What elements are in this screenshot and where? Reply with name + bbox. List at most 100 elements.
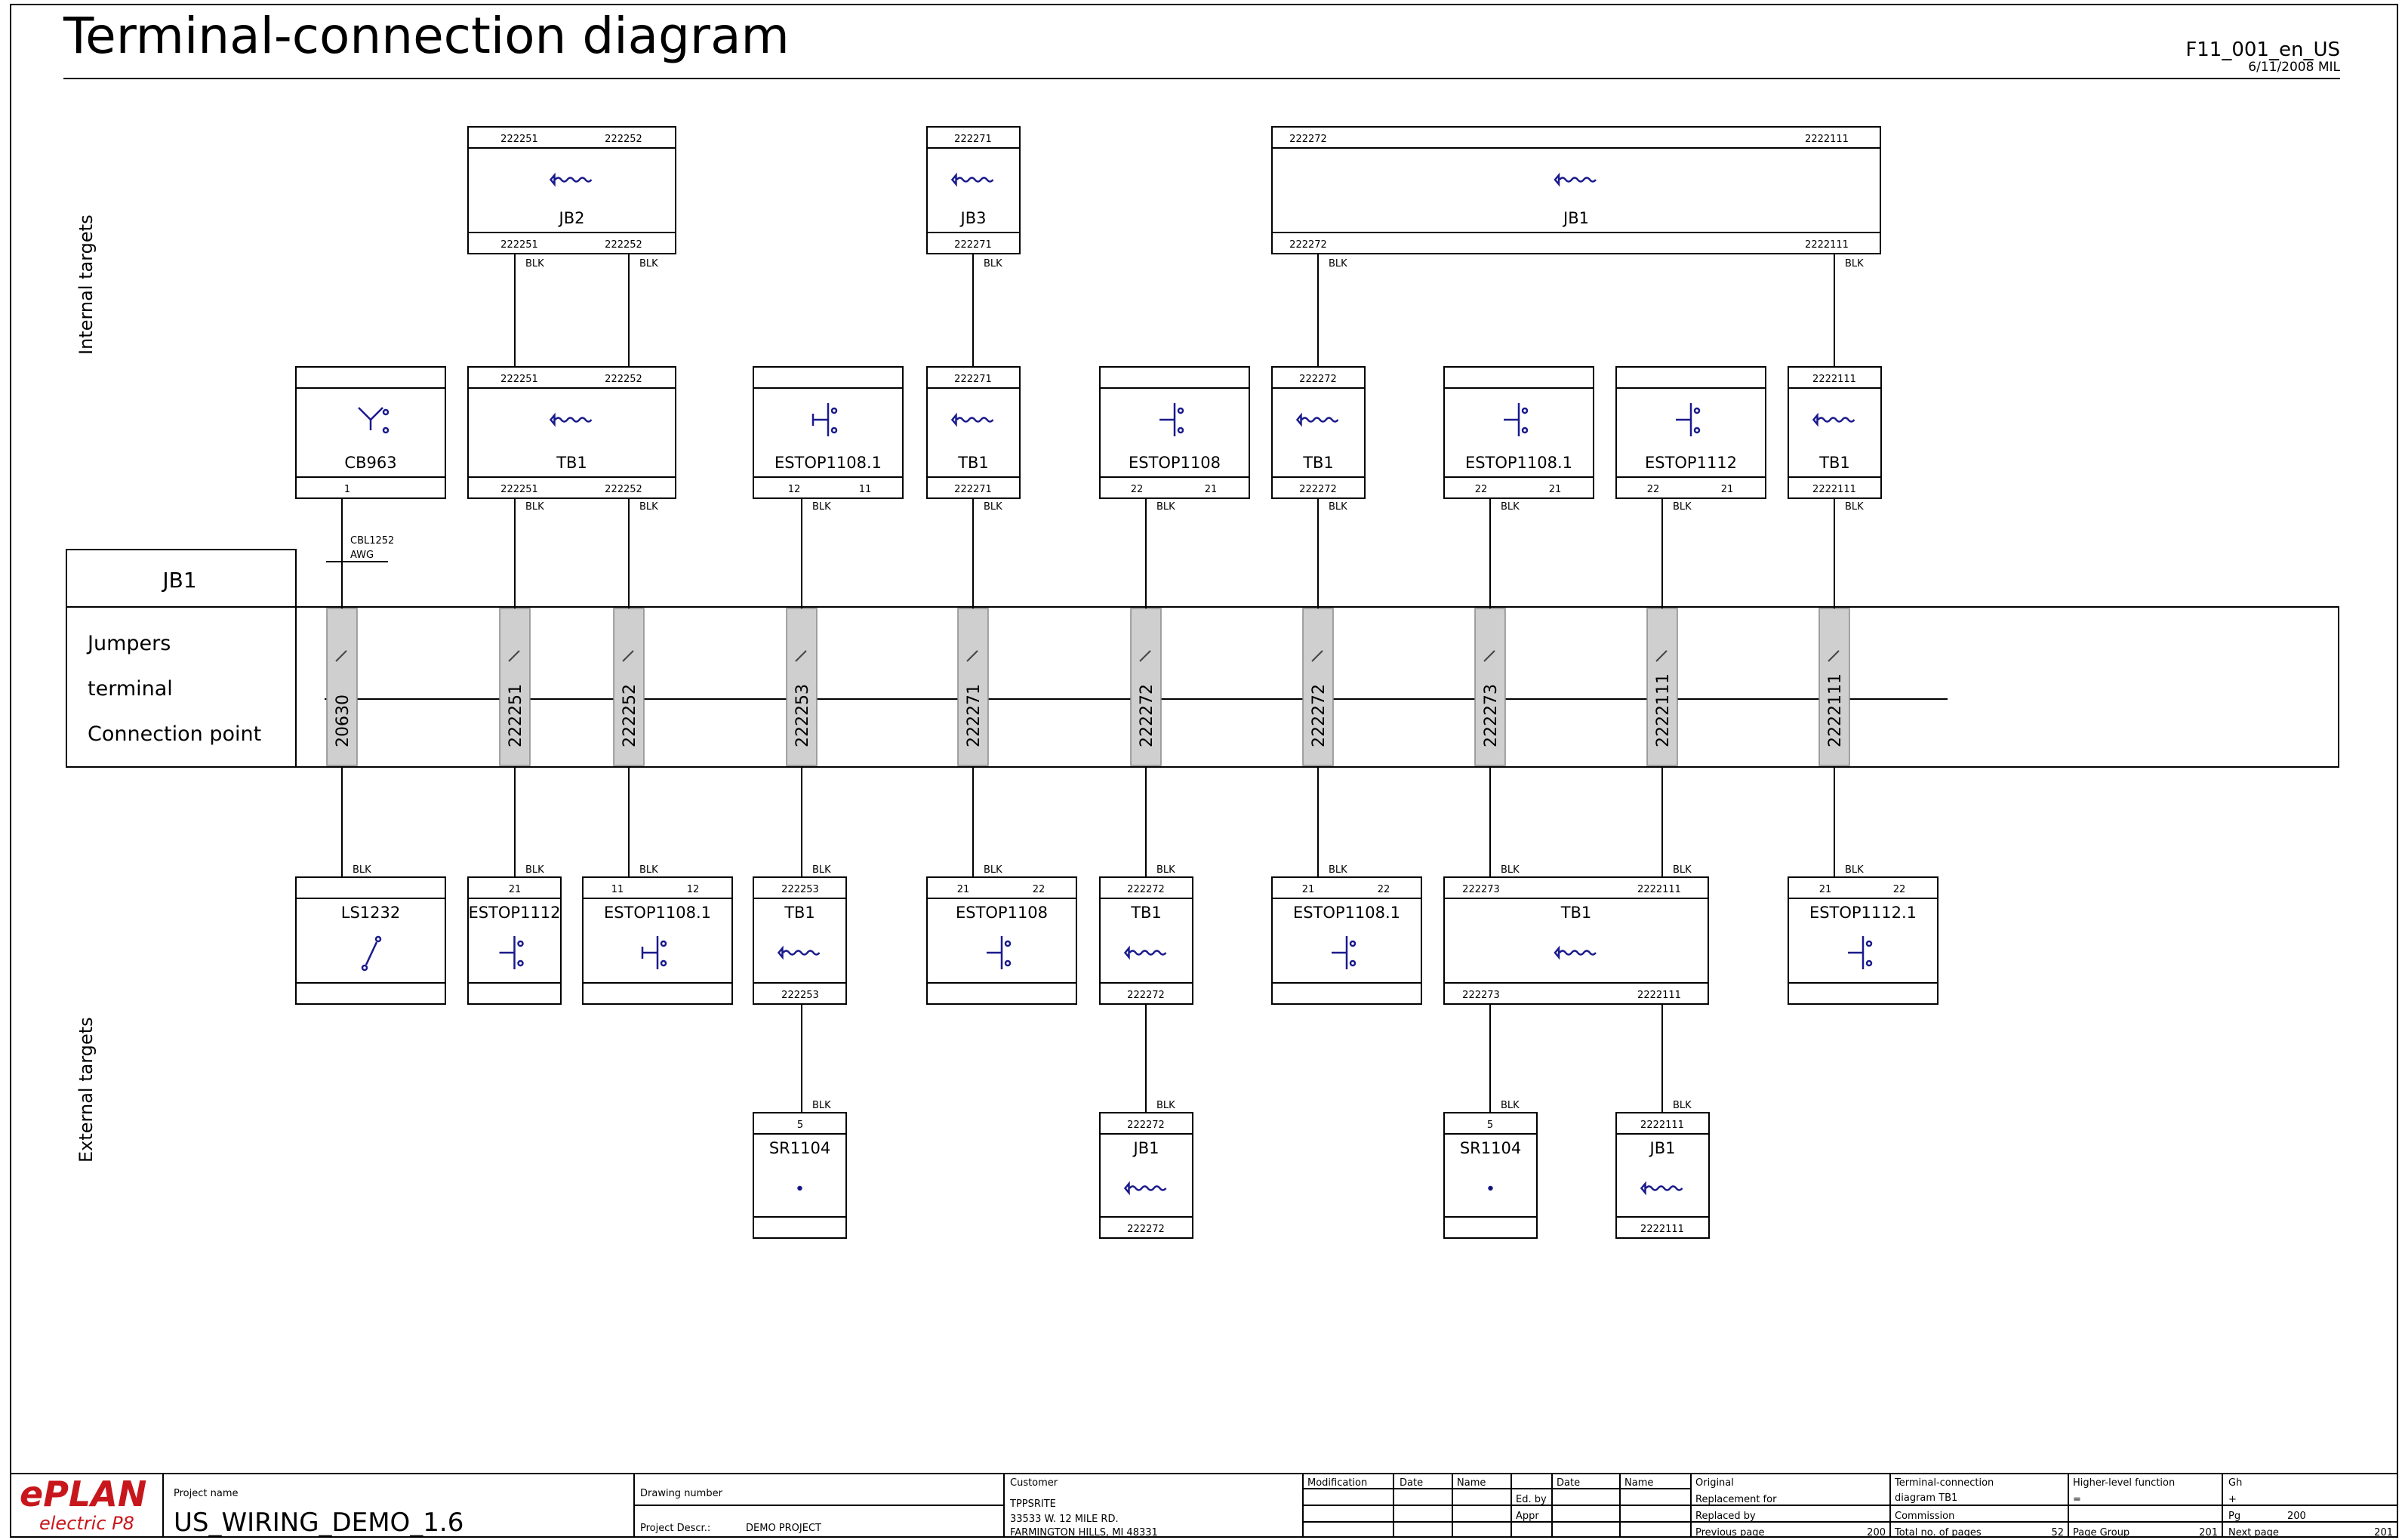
- device-frame: [295, 876, 446, 1005]
- terminal-label: 222272: [1310, 684, 1329, 747]
- project-desc-label: Project Descr.:: [640, 1523, 710, 1534]
- terminal-jumper-icon: [966, 650, 978, 662]
- terminal-body: [1130, 608, 1162, 766]
- wire-color-label: BLK: [1329, 258, 1347, 270]
- device-name: ESTOP1108.1: [604, 904, 711, 922]
- device-frame: [1615, 1112, 1710, 1239]
- device-name: JB3: [959, 209, 987, 227]
- device-name: ESTOP1108.1: [1293, 904, 1400, 922]
- device-name: JB1: [1132, 1139, 1159, 1157]
- device-name: ESTOP1112: [468, 904, 560, 922]
- estop-left-symbol-icon: [641, 936, 667, 969]
- device-name: CB963: [344, 454, 396, 472]
- device-name: ESTOP1108: [956, 904, 1048, 922]
- device-frame: [1271, 366, 1366, 499]
- pin-label: 222272: [1127, 1120, 1165, 1131]
- pin-label: 222271: [954, 484, 992, 495]
- device-name: TB1: [784, 904, 815, 922]
- wire-color-label: BLK: [639, 501, 658, 513]
- estop-left-symbol-icon: [811, 403, 838, 436]
- wire-color-label: BLK: [1673, 1100, 1692, 1111]
- device-name: ESTOP1112: [1645, 454, 1737, 472]
- diagram-title: Terminal-connection diagram: [63, 7, 790, 65]
- wire-color-label: BLK: [1845, 501, 1864, 513]
- device-name: ESTOP1112.1: [1809, 904, 1917, 922]
- pin-label: 22: [1131, 484, 1144, 495]
- device-name: JB2: [558, 209, 585, 227]
- device-frame: [1443, 876, 1709, 1005]
- device-frame: [1443, 1112, 1538, 1239]
- pin-label: 21: [1721, 484, 1734, 495]
- terminal: 2222111: [1646, 608, 1678, 766]
- pin-label: 5: [797, 1120, 803, 1131]
- form-date: 6/11/2008 MIL: [2248, 60, 2340, 75]
- wire-color-label: BLK: [812, 501, 831, 513]
- pin-label: 21: [1205, 484, 1218, 495]
- wire-color-label: BLK: [812, 864, 831, 876]
- terminal: 222272: [1302, 608, 1334, 766]
- wire-color-label: BLK: [1156, 501, 1175, 513]
- wire-color-label: BLK: [525, 501, 544, 513]
- terminal-label: 222273: [1482, 684, 1501, 747]
- strip-frame: [66, 606, 2339, 768]
- estop-symbol-icon: [1159, 403, 1184, 436]
- terminal: 222271: [957, 608, 989, 766]
- wire-color-label: BLK: [1501, 1100, 1520, 1111]
- previous-page-label: Previous page: [1695, 1527, 1765, 1538]
- device-name: JB1: [1649, 1139, 1676, 1157]
- wire-color-label: BLK: [525, 258, 544, 270]
- page-number: 200: [2287, 1511, 2306, 1522]
- pin-label: 22: [1378, 884, 1390, 895]
- external-targets-label: External targets: [75, 1017, 97, 1163]
- pin-label: 222272: [1289, 134, 1327, 145]
- estop-symbol-icon: [1676, 403, 1701, 436]
- strip-name: JB1: [161, 568, 196, 593]
- terminal-jumper-icon: [1311, 650, 1323, 662]
- pin-label: 222251: [500, 374, 538, 385]
- pin-label: 12: [788, 484, 801, 495]
- terminal-jumper-icon: [795, 650, 807, 662]
- pin-label: 222272: [1299, 484, 1337, 495]
- wire-color-label: BLK: [984, 501, 1002, 513]
- pin-label: 222252: [605, 484, 642, 495]
- device-name: TB1: [1302, 454, 1334, 472]
- pin-label: 222271: [954, 239, 992, 251]
- device-name: SR1104: [1460, 1139, 1521, 1157]
- pin-label: 222251: [500, 239, 538, 251]
- wire-color-label: BLK: [1845, 258, 1864, 270]
- pin-label: 222252: [605, 239, 642, 251]
- pin-label: 22: [1475, 484, 1488, 495]
- terminal: 222253: [786, 608, 818, 766]
- pin-label: 2222111: [1805, 239, 1849, 251]
- wire-color-label: BLK: [1329, 864, 1347, 876]
- project-desc: DEMO PROJECT: [746, 1523, 821, 1534]
- project-name: US_WIRING_DEMO_1.6: [174, 1508, 463, 1538]
- terminal: 2222111: [1818, 608, 1850, 766]
- pin-label: 222251: [500, 484, 538, 495]
- estop-symbol-icon: [1848, 936, 1873, 969]
- device-frame: [467, 126, 676, 254]
- estop-symbol-icon: [987, 936, 1012, 969]
- pin-label: 222271: [954, 374, 992, 385]
- terminal-body: [1474, 608, 1506, 766]
- eplan-logo: ePLAN: [20, 1474, 146, 1514]
- page-group: 201: [2199, 1527, 2218, 1538]
- eplan-logo-sub: electric P8: [39, 1513, 134, 1534]
- coil-symbol-icon: [1554, 945, 1597, 960]
- pin-label: 222272: [1127, 990, 1165, 1001]
- cable-annotation: CBL1252 AWG: [326, 535, 394, 562]
- terminal: 222273: [1474, 608, 1506, 766]
- dot-symbol-icon: [1488, 1185, 1493, 1191]
- pin-label: 21: [1302, 884, 1315, 895]
